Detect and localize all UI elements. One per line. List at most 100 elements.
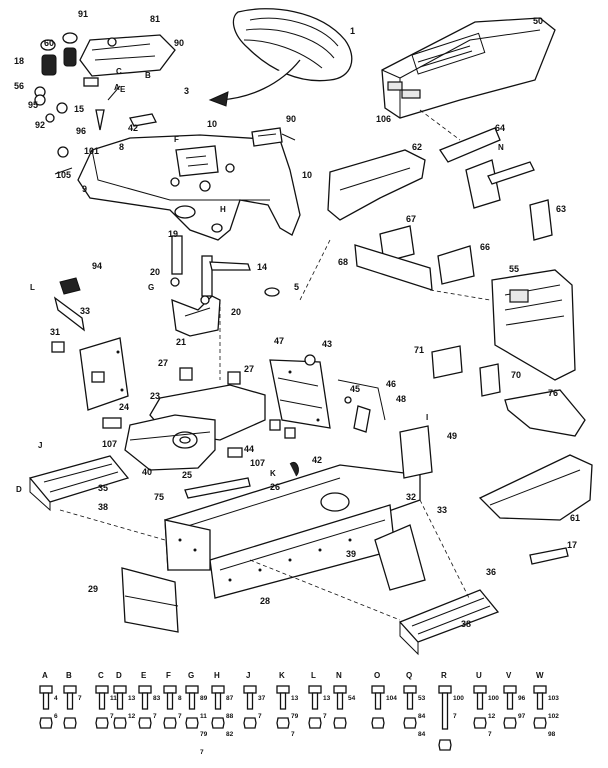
hardware-letter: A — [42, 671, 48, 680]
bolt-head — [138, 685, 152, 694]
bolt-head — [63, 685, 77, 694]
part-label: 27 — [158, 358, 168, 368]
hardware-letter: Q — [406, 671, 412, 680]
letter-callout: F — [174, 135, 179, 144]
bolt-shank — [98, 692, 106, 710]
bolt-shank — [476, 692, 484, 710]
install-arrow — [219, 59, 301, 101]
part-label: 96 — [76, 126, 86, 136]
hardware-part-number: 97 — [518, 713, 526, 720]
hardware-part-number: 88 — [226, 713, 234, 720]
part-label: 23 — [150, 391, 160, 401]
part-label: 90 — [286, 114, 296, 124]
fuel-tank — [102, 367, 266, 471]
nut — [243, 717, 257, 729]
bolt-shank — [166, 692, 174, 710]
spring-42 — [289, 462, 299, 477]
part-label: 55 — [509, 264, 519, 274]
hardware-part-number: 89 — [200, 695, 208, 702]
steering-support — [170, 235, 251, 337]
bolt-head — [39, 685, 53, 694]
part-label: 38 — [461, 619, 471, 629]
hardware-part-number: 7 — [78, 695, 82, 702]
arrow-head — [208, 91, 229, 107]
hardware-part-number: 7 — [258, 713, 262, 720]
nut — [438, 739, 452, 751]
letter-callout: J — [38, 441, 42, 450]
bolt-shank — [536, 692, 544, 710]
hardware-part-number: 7 — [323, 713, 327, 720]
hardware-part-number: 7 — [178, 713, 182, 720]
hardware-part-number: 13 — [323, 695, 331, 702]
hardware-letter: O — [374, 671, 380, 680]
part-label: 15 — [74, 104, 84, 114]
hardware-letter: F — [166, 671, 171, 680]
hardware-letter: L — [311, 671, 316, 680]
part-label: 60 — [44, 38, 54, 48]
bolt-shank — [406, 692, 414, 710]
bolt-shank — [214, 692, 222, 710]
part-label: 14 — [257, 262, 267, 272]
rod-46 — [337, 379, 386, 421]
part-label: 61 — [570, 513, 580, 523]
letter-callout: H — [220, 205, 226, 214]
part-label: 17 — [567, 540, 577, 550]
bracket-76 — [504, 389, 586, 437]
bolt-shank — [374, 692, 382, 710]
bracket-49 — [399, 425, 433, 479]
part-label: 45 — [350, 384, 360, 394]
part-label: 1 — [350, 26, 355, 36]
hardware-part-number: 12 — [488, 713, 496, 720]
part-label: 70 — [511, 370, 521, 380]
part-label: 106 — [376, 114, 391, 124]
hardware-part-number: 100 — [488, 695, 499, 702]
part-label: 29 — [88, 584, 98, 594]
hardware-part-number: 12 — [128, 713, 136, 720]
bracket-33 — [53, 296, 85, 332]
nut — [211, 717, 225, 729]
hardware-part-number: 53 — [418, 695, 426, 702]
bolt-head — [163, 685, 177, 694]
part-label: 31 — [50, 327, 60, 337]
panel-61-crease — [489, 469, 581, 506]
hardware-letter: N — [336, 671, 342, 680]
part-label: 66 — [480, 242, 490, 252]
hardware-part-number: 87 — [226, 695, 234, 702]
cap-101 — [57, 146, 69, 158]
hardware-part-number: 103 — [548, 695, 559, 702]
clip-94 — [59, 277, 81, 295]
hardware-part-number: 79 — [200, 731, 208, 738]
hardware-part-number: 7 — [453, 713, 457, 720]
part-label: 92 — [35, 120, 45, 130]
pad-67 — [379, 225, 415, 263]
letter-callout: A — [114, 83, 120, 92]
bolt-shank — [141, 692, 149, 710]
bolt-head — [211, 685, 225, 694]
hardware-part-number: 11 — [110, 695, 117, 702]
part-label: 50 — [533, 16, 543, 26]
hardware-letter: H — [214, 671, 220, 680]
letter-callout: I — [426, 413, 428, 422]
bolt-shank — [42, 692, 50, 710]
dash-tag — [251, 127, 296, 147]
hardware-part-number: 102 — [548, 713, 559, 720]
hardware-part-number: 6 — [54, 713, 58, 720]
part-label: 64 — [495, 123, 505, 133]
hardware-letter: K — [279, 671, 285, 680]
bolt-head — [113, 685, 127, 694]
part-label: 21 — [176, 337, 186, 347]
hardware-letter: R — [441, 671, 447, 680]
hardware-part-number: 79 — [291, 713, 299, 720]
bolt-head — [276, 685, 290, 694]
bolt-shank — [336, 692, 344, 710]
nut — [371, 717, 385, 729]
part-label: 62 — [412, 142, 422, 152]
bolt-head — [243, 685, 257, 694]
part-label: 32 — [406, 492, 416, 502]
part-label: 105 — [56, 170, 71, 180]
rear-bracket-47 — [269, 359, 331, 429]
linkage-64 — [439, 127, 535, 209]
part-label: 25 — [182, 470, 192, 480]
letter-callout: L — [30, 283, 35, 292]
